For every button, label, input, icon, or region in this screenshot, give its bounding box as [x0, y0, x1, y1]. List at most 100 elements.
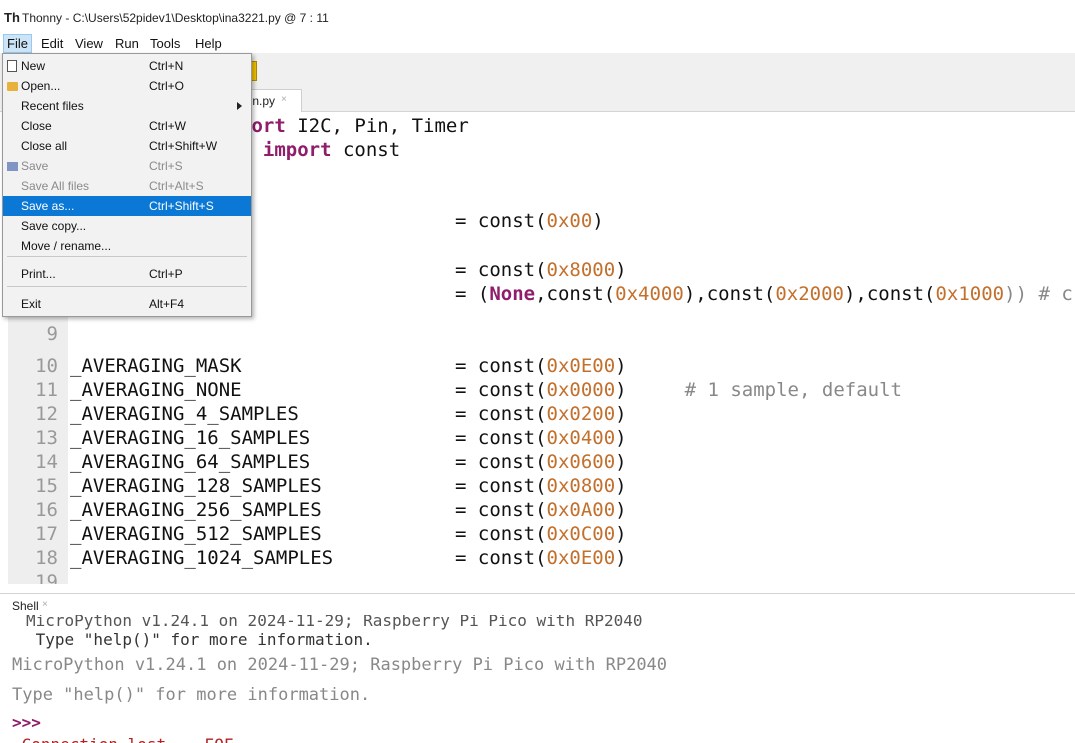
menu-bar: File Edit View Run Tools Help: [0, 33, 1075, 53]
menu-item-label: Close all: [21, 139, 68, 153]
menu-item-label: Open...: [21, 79, 61, 93]
constant-name: _AVERAGING_16_SAMPLES: [70, 427, 311, 449]
menu-item-save[interactable]: Save Ctrl+S: [3, 156, 251, 176]
close-icon[interactable]: ×: [281, 94, 287, 105]
menu-help[interactable]: Help: [195, 36, 222, 51]
menu-item-shortcut: Ctrl+Alt+S: [149, 179, 204, 193]
line-number: 14: [35, 451, 58, 473]
constant-name: _AVERAGING_MASK: [70, 355, 242, 377]
code-line: = const(0x00): [455, 210, 604, 232]
menu-item-new[interactable]: New Ctrl+N: [3, 56, 251, 76]
constant-name: _AVERAGING_128_SAMPLES: [70, 475, 322, 497]
menu-item-save-as[interactable]: Save as... Ctrl+Shift+S: [3, 196, 251, 216]
menu-item-shortcut: Ctrl+O: [149, 79, 185, 93]
menu-item-print[interactable]: Print... Ctrl+P: [3, 264, 251, 284]
menu-item-save-all-files[interactable]: Save All files Ctrl+Alt+S: [3, 176, 251, 196]
shell-output-line: Type "help()" for more information.: [12, 685, 371, 705]
menu-item-label: Save as...: [21, 199, 75, 213]
menu-item-shortcut: Alt+F4: [149, 297, 185, 311]
code-line: 12_AVERAGING_4_SAMPLES= const(0x0200): [0, 402, 1075, 426]
code-line: 17_AVERAGING_512_SAMPLES= const(0x0C00): [0, 522, 1075, 546]
line-number: 18: [35, 547, 58, 569]
constant-value: = const(0x0A00): [455, 499, 627, 521]
line-number: 19: [35, 571, 58, 584]
constant-value: = const(0x0400): [455, 427, 627, 449]
menu-item-label: Print...: [21, 267, 56, 281]
code-line: 9: [0, 322, 1075, 346]
line-number: 13: [35, 427, 58, 449]
menu-item-close-all[interactable]: Close all Ctrl+Shift+W: [3, 136, 251, 156]
save-icon: [7, 162, 18, 171]
constant-name: _AVERAGING_256_SAMPLES: [70, 499, 322, 521]
new-file-icon: [7, 60, 17, 72]
menu-item-label: Save: [21, 159, 49, 173]
menu-item-move-rename[interactable]: Move / rename...: [3, 236, 251, 256]
code-line: 13 _AVERAGING_16_SAMPLES = const(0x0400): [0, 426, 1075, 450]
shell-output-line: MicroPython v1.24.1 on 2024-11-29; Raspb…: [26, 615, 643, 630]
window-title: Thonny - C:\Users\52pidev1\Desktop\ina32…: [22, 11, 329, 25]
menu-edit[interactable]: Edit: [41, 36, 64, 51]
open-folder-icon: [7, 82, 18, 91]
menu-item-label: Save copy...: [21, 219, 87, 233]
close-icon[interactable]: ×: [42, 599, 48, 610]
menu-item-label: Move / rename...: [21, 239, 112, 253]
code-line: n import const: [240, 139, 401, 161]
menu-item-shortcut: Ctrl+S: [149, 159, 183, 173]
thonny-logo-icon: Th: [4, 10, 20, 25]
code-line: 11_AVERAGING_NONE= const(0x0000)# 1 samp…: [0, 378, 1075, 402]
code-line: = (None,const(0x4000),const(0x2000),cons…: [455, 283, 1073, 305]
submenu-arrow-icon: [237, 102, 242, 110]
code-line: 18 _AVERAGING_1024_SAMPLES = const(0x0E00): [0, 546, 1075, 570]
menu-item-label: Close: [21, 119, 52, 133]
constant-value: = const(0x0C00): [455, 523, 627, 545]
menu-item-label: New: [21, 59, 46, 73]
menu-item-label: Recent files: [21, 99, 84, 113]
menu-item-shortcut: Ctrl+Shift+W: [149, 139, 218, 153]
menu-item-recent-files[interactable]: Recent files: [3, 96, 251, 116]
menu-view[interactable]: View: [75, 36, 103, 51]
constant-value: = const(0x0E00): [455, 547, 627, 569]
line-number: 15: [35, 475, 58, 497]
line-number: 16: [35, 499, 58, 521]
code-line: 10 _AVERAGING_MASK = const(0x0E00): [0, 354, 1075, 378]
line-number: 17: [35, 523, 58, 545]
menu-item-shortcut: Ctrl+Shift+S: [149, 199, 214, 213]
shell-tab-strip: Shell ×: [0, 593, 1075, 616]
constant-value: = const(0x0000)# 1 sample, default: [455, 379, 902, 401]
menu-item-shortcut: Ctrl+W: [149, 119, 186, 133]
menu-separator: [7, 256, 247, 257]
menu-item-label: Save All files: [21, 179, 90, 193]
menu-run[interactable]: Run: [115, 36, 139, 51]
code-line: = const(0x8000): [455, 259, 627, 281]
constant-value: = const(0x0600): [455, 451, 627, 473]
constant-value: = const(0x0800): [455, 475, 627, 497]
shell-output-line: Connection lost -- EOF: [12, 735, 234, 743]
shell-output-line: Type "help()" for more information.: [26, 630, 373, 649]
line-number: 10: [35, 355, 58, 377]
code-line: 19: [0, 570, 1075, 584]
menu-file[interactable]: File: [3, 34, 32, 53]
shell-output-line: MicroPython v1.24.1 on 2024-11-29; Raspb…: [12, 655, 668, 675]
menu-item-open[interactable]: Open... Ctrl+O: [3, 76, 251, 96]
menu-tools[interactable]: Tools: [150, 36, 181, 51]
constant-name: _AVERAGING_NONE: [70, 379, 242, 401]
code-line: port I2C, Pin, Timer: [240, 115, 469, 137]
line-number: 12: [35, 403, 58, 425]
title-bar: Th Thonny - C:\Users\52pidev1\Desktop\in…: [0, 0, 1075, 32]
menu-item-save-copy[interactable]: Save copy...: [3, 216, 251, 236]
menu-item-shortcut: Ctrl+P: [149, 267, 183, 281]
constant-name: _AVERAGING_1024_SAMPLES: [70, 547, 334, 569]
shell-tab-label[interactable]: Shell: [12, 599, 39, 613]
menu-separator: [7, 286, 247, 287]
constant-name: _AVERAGING_4_SAMPLES: [70, 403, 299, 425]
constant-value: = const(0x0E00): [455, 355, 627, 377]
code-line: 14 _AVERAGING_64_SAMPLES = const(0x0600): [0, 450, 1075, 474]
shell-panel[interactable]: MicroPython v1.24.1 on 2024-11-29; Raspb…: [0, 615, 1075, 743]
code-line: 16 _AVERAGING_256_SAMPLES = const(0x0A00): [0, 498, 1075, 522]
menu-item-shortcut: Ctrl+N: [149, 59, 184, 73]
code-line: 15 _AVERAGING_128_SAMPLES = const(0x0800): [0, 474, 1075, 498]
menu-item-close[interactable]: Close Ctrl+W: [3, 116, 251, 136]
constant-name: _AVERAGING_64_SAMPLES: [70, 451, 311, 473]
